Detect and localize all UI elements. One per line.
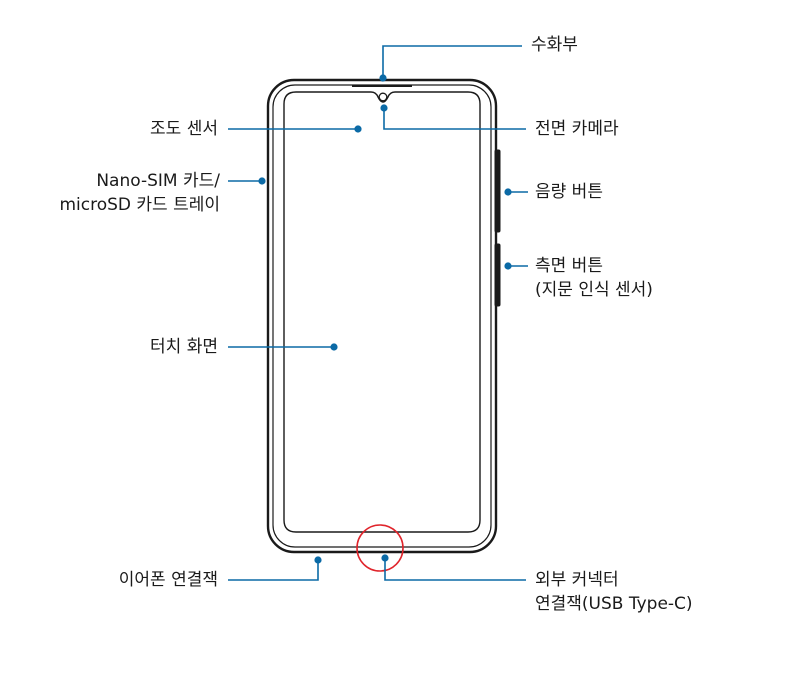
label-front-camera-text: 전면 카메라 [535,119,619,139]
dot-touch-screen [330,343,338,351]
label-sim-tray-line2: microSD 카드 트레이 [59,195,220,215]
screen-outline [283,91,481,533]
leader-external-connector [384,558,526,581]
label-earpiece-text: 수화부 [531,35,578,55]
label-volume-button-text: 음량 버튼 [535,182,603,202]
dot-external-connector [381,554,389,562]
dot-side-button [504,262,512,270]
label-front-camera: 전면 카메라 [535,117,619,141]
dot-earpiece [379,74,387,82]
label-earpiece: 수화부 [531,33,578,57]
dot-light-sensor [354,125,362,133]
phone-body [266,78,501,554]
label-touch-screen: 터치 화면 [150,335,218,359]
label-side-button: 측면 버튼 (지문 인식 센서) [535,254,653,302]
label-external-connector-line1: 외부 커넥터 [535,570,619,590]
label-light-sensor-text: 조도 센서 [150,119,218,139]
side-button-body [494,243,501,307]
label-external-connector: 외부 커넥터 연결잭(USB Type-C) [535,568,693,616]
leader-front-camera [383,108,526,130]
label-external-connector-line2: 연결잭(USB Type-C) [535,594,693,614]
dot-earphone-jack [314,556,322,564]
volume-button-body [494,149,501,233]
label-earphone-jack-text: 이어폰 연결잭 [118,570,218,590]
leader-earphone-jack [228,560,319,581]
leader-dots [258,74,512,564]
dot-front-camera [380,104,388,112]
usb-highlight-circle [356,524,404,572]
phone-inner-frame [272,84,492,548]
phone-outer-frame [266,78,498,554]
leader-lines [228,45,528,581]
label-side-button-line2: (지문 인식 센서) [535,280,653,300]
label-light-sensor: 조도 센서 [150,117,218,141]
label-sim-tray: Nano-SIM 카드/ microSD 카드 트레이 [59,169,220,217]
leader-earpiece [382,45,522,77]
label-earphone-jack: 이어폰 연결잭 [119,568,218,592]
dot-volume-button [504,188,512,196]
dot-sim-tray [258,177,266,185]
label-sim-tray-line1: Nano-SIM 카드/ [96,171,220,191]
front-camera [378,92,388,102]
label-side-button-line1: 측면 버튼 [535,256,603,276]
label-touch-screen-text: 터치 화면 [150,337,218,357]
label-volume-button: 음량 버튼 [535,180,603,204]
